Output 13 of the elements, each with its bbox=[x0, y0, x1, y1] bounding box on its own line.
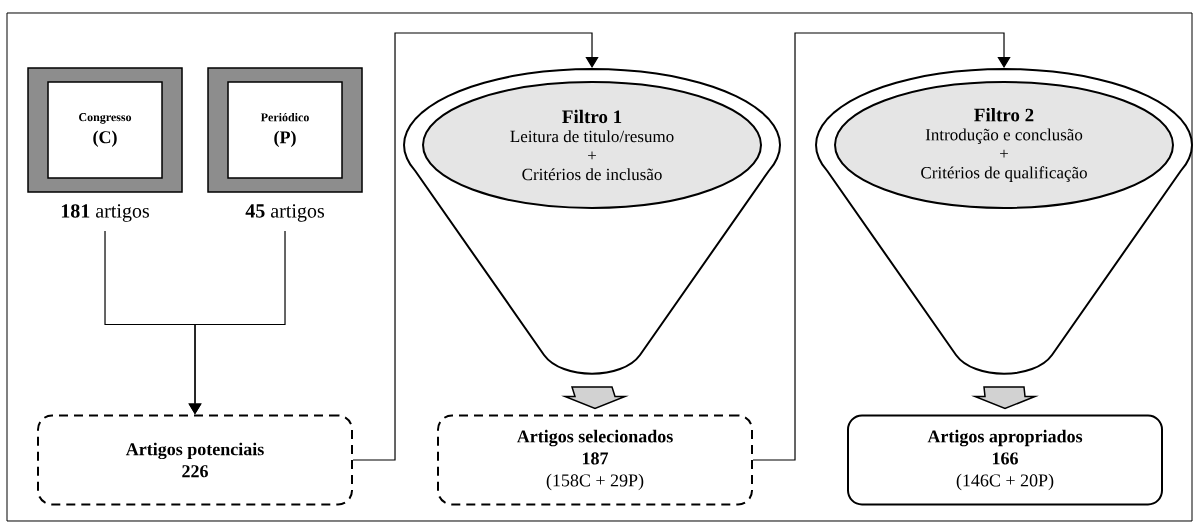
source-box: Congresso (C) bbox=[27, 67, 183, 193]
filter-funnel: Filtro 1 Leitura de titulo/resumo + Critérios de inclusão bbox=[403, 68, 781, 375]
count-text: 45 artigos bbox=[245, 204, 324, 222]
result-box: Artigos selecionados 187 (158C + 29P) bbox=[437, 414, 753, 506]
result-box: Artigos potenciais 226 bbox=[37, 414, 353, 506]
result-box: Artigos apropriados 166 (146C + 20P) bbox=[847, 414, 1163, 506]
arrow bbox=[752, 32, 1011, 461]
source-box: Periódico (P) bbox=[207, 67, 363, 193]
block-arrow bbox=[971, 386, 1039, 410]
count-text: 181 artigos bbox=[61, 204, 149, 222]
block-arrow bbox=[561, 386, 629, 410]
filter-funnel: Filtro 2 Introdução e conclusão + Critérios de qualificação bbox=[815, 68, 1193, 375]
arrow bbox=[352, 32, 599, 461]
